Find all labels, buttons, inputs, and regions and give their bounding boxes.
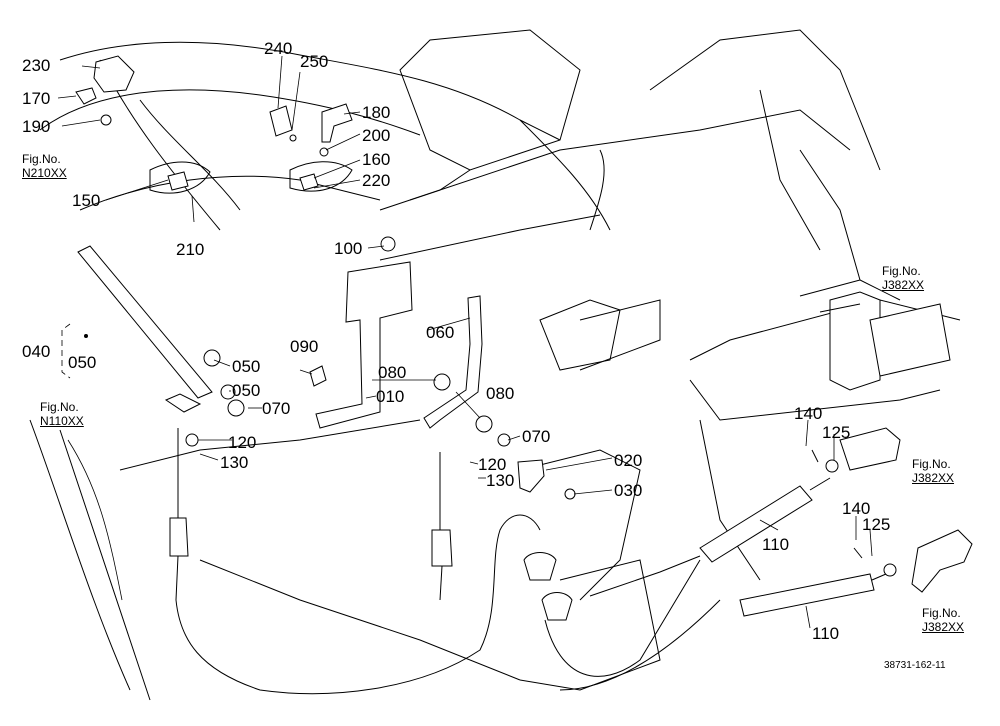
control-shaft (61, 245, 245, 447)
part-label-190: 190 (22, 117, 51, 136)
part-label-080-right: 080 (486, 384, 515, 403)
part-label-040: 040 (22, 342, 51, 361)
bracket-and-levers (309, 236, 576, 500)
part-label-140-lower: 140 (842, 499, 871, 518)
part-label-125-upper: 125 (822, 423, 851, 442)
part-label-050-bracket: 050 (68, 353, 97, 372)
part-label-070-left: 070 (262, 399, 291, 418)
leader-lines (57, 55, 873, 629)
fig-ref-number: J382XX (922, 620, 965, 634)
part-label-130-left: 130 (220, 453, 249, 472)
part-label-170: 170 (22, 89, 51, 108)
part-label-120-right: 120 (478, 455, 507, 474)
fig-ref-number: J382XX (882, 278, 925, 292)
part-label-020: 020 (614, 451, 643, 470)
part-label-240: 240 (264, 39, 293, 58)
fig-ref-label: Fig.No. (912, 457, 951, 471)
part-label-200: 200 (362, 126, 391, 145)
fig-ref-number: N110XX (40, 414, 84, 428)
part-label-070-right: 070 (522, 427, 551, 446)
part-label-180: 180 (362, 103, 391, 122)
part-label-250: 250 (300, 52, 329, 71)
fig-ref-number: J382XX (912, 471, 955, 485)
control-cables (169, 428, 897, 695)
part-label-220: 220 (362, 171, 391, 190)
part-label-140-upper: 140 (794, 404, 823, 423)
part-label-120-left: 120 (228, 433, 257, 452)
part-label-010: 010 (376, 387, 405, 406)
part-label-110-upper: 110 (762, 535, 790, 554)
part-label-080-left: 080 (378, 363, 407, 382)
part-label-090: 090 (290, 337, 319, 356)
fig-ref-label: Fig.No. (882, 264, 921, 278)
part-label-100: 100 (334, 239, 363, 258)
part-label-150: 150 (72, 191, 101, 210)
right-linkages (799, 279, 973, 593)
fig-ref-j382xx-top[interactable]: Fig.No. J382XX (882, 264, 924, 292)
fig-ref-j382xx-bottom[interactable]: Fig.No. J382XX (922, 606, 964, 634)
part-label-130-right: 130 (486, 471, 515, 490)
part-label-125-lower: 125 (862, 515, 891, 534)
part-label-060: 060 (426, 323, 455, 342)
part-label-030: 030 (614, 481, 643, 500)
fig-ref-n110xx[interactable]: Fig.No. N110XX (40, 400, 84, 428)
part-label-050-lower: 050 (232, 381, 261, 400)
part-label-160: 160 (362, 150, 391, 169)
fig-ref-number: N210XX (22, 166, 67, 180)
fig-ref-label: Fig.No. (22, 152, 61, 166)
fig-ref-label: Fig.No. (922, 606, 961, 620)
part-label-230: 230 (22, 56, 51, 75)
drawing-code: 38731-162-11 (884, 660, 946, 671)
fig-ref-label: Fig.No. (40, 400, 79, 414)
part-label-110-lower: 110 (812, 624, 840, 643)
lever-guide-assembly (75, 55, 353, 194)
part-label-050-upper: 050 (232, 357, 261, 376)
fig-ref-j382xx-middle[interactable]: Fig.No. J382XX (912, 457, 954, 485)
part-label-210: 210 (176, 240, 205, 259)
fig-ref-n210xx[interactable]: Fig.No. N210XX (22, 152, 67, 180)
